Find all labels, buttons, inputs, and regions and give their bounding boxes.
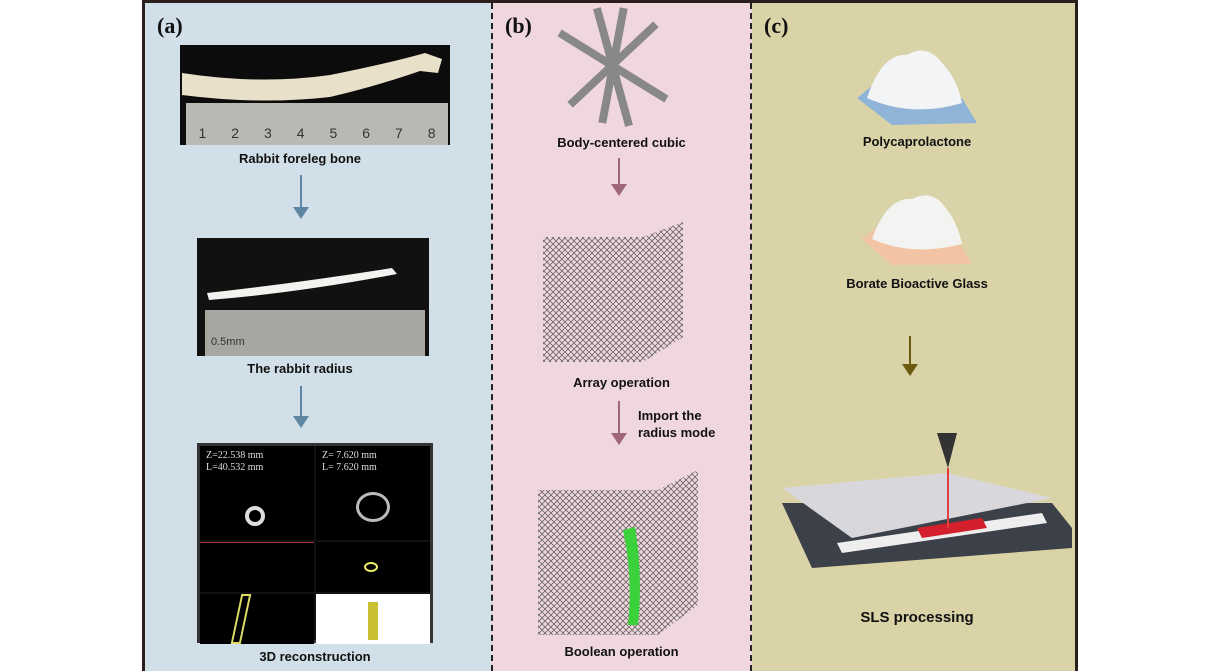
radius-photo: 0.5mm — [197, 238, 429, 356]
sls-printer-illustration — [782, 433, 1072, 568]
arrow-down-icon — [611, 401, 627, 445]
bcc-unit-cell-icon — [557, 7, 669, 127]
import-note: Import the radius mode — [638, 408, 716, 440]
bone-illustration — [182, 53, 448, 145]
arrow-down-icon — [611, 158, 627, 196]
ct-view-5 — [200, 594, 314, 644]
caption-radius: The rabbit radius — [247, 361, 353, 376]
arrow-down-icon — [902, 336, 918, 376]
panel-c-label: (c) — [764, 13, 789, 38]
arrow-down-icon — [293, 175, 309, 219]
caption-pcl: Polycaprolactone — [862, 134, 972, 149]
caption-3d: 3D reconstruction — [259, 649, 371, 664]
borate-glass-powder-icon — [862, 195, 972, 265]
caption-bcc: Body-centered cubic — [557, 135, 686, 150]
panel-a-label: (a) — [157, 13, 183, 38]
ct-3d-model — [316, 594, 430, 644]
caption-bbg: Borate Bioactive Glass — [846, 276, 988, 291]
boolean-lattice — [538, 470, 698, 635]
caption-foreleg: Rabbit foreleg bone — [238, 151, 362, 166]
panel-b-label: (b) — [505, 13, 532, 38]
caption-array: Array operation — [573, 375, 670, 390]
ct-view-4 — [316, 542, 430, 592]
caption-sls: SLS processing — [860, 609, 974, 626]
arrow-down-icon — [293, 386, 309, 428]
polycaprolactone-powder-icon — [857, 50, 977, 125]
caption-boolean: Boolean operation — [564, 644, 679, 659]
ruler-unit: 0.5mm — [211, 336, 245, 348]
panel-b: (b) Body-centered cubic Array operation … — [491, 3, 752, 671]
panel-c: (c) Polycaprolactone Borate Bioactive Gl… — [752, 3, 1075, 671]
ct-view-3 — [200, 542, 314, 592]
lattice-array — [543, 222, 683, 362]
